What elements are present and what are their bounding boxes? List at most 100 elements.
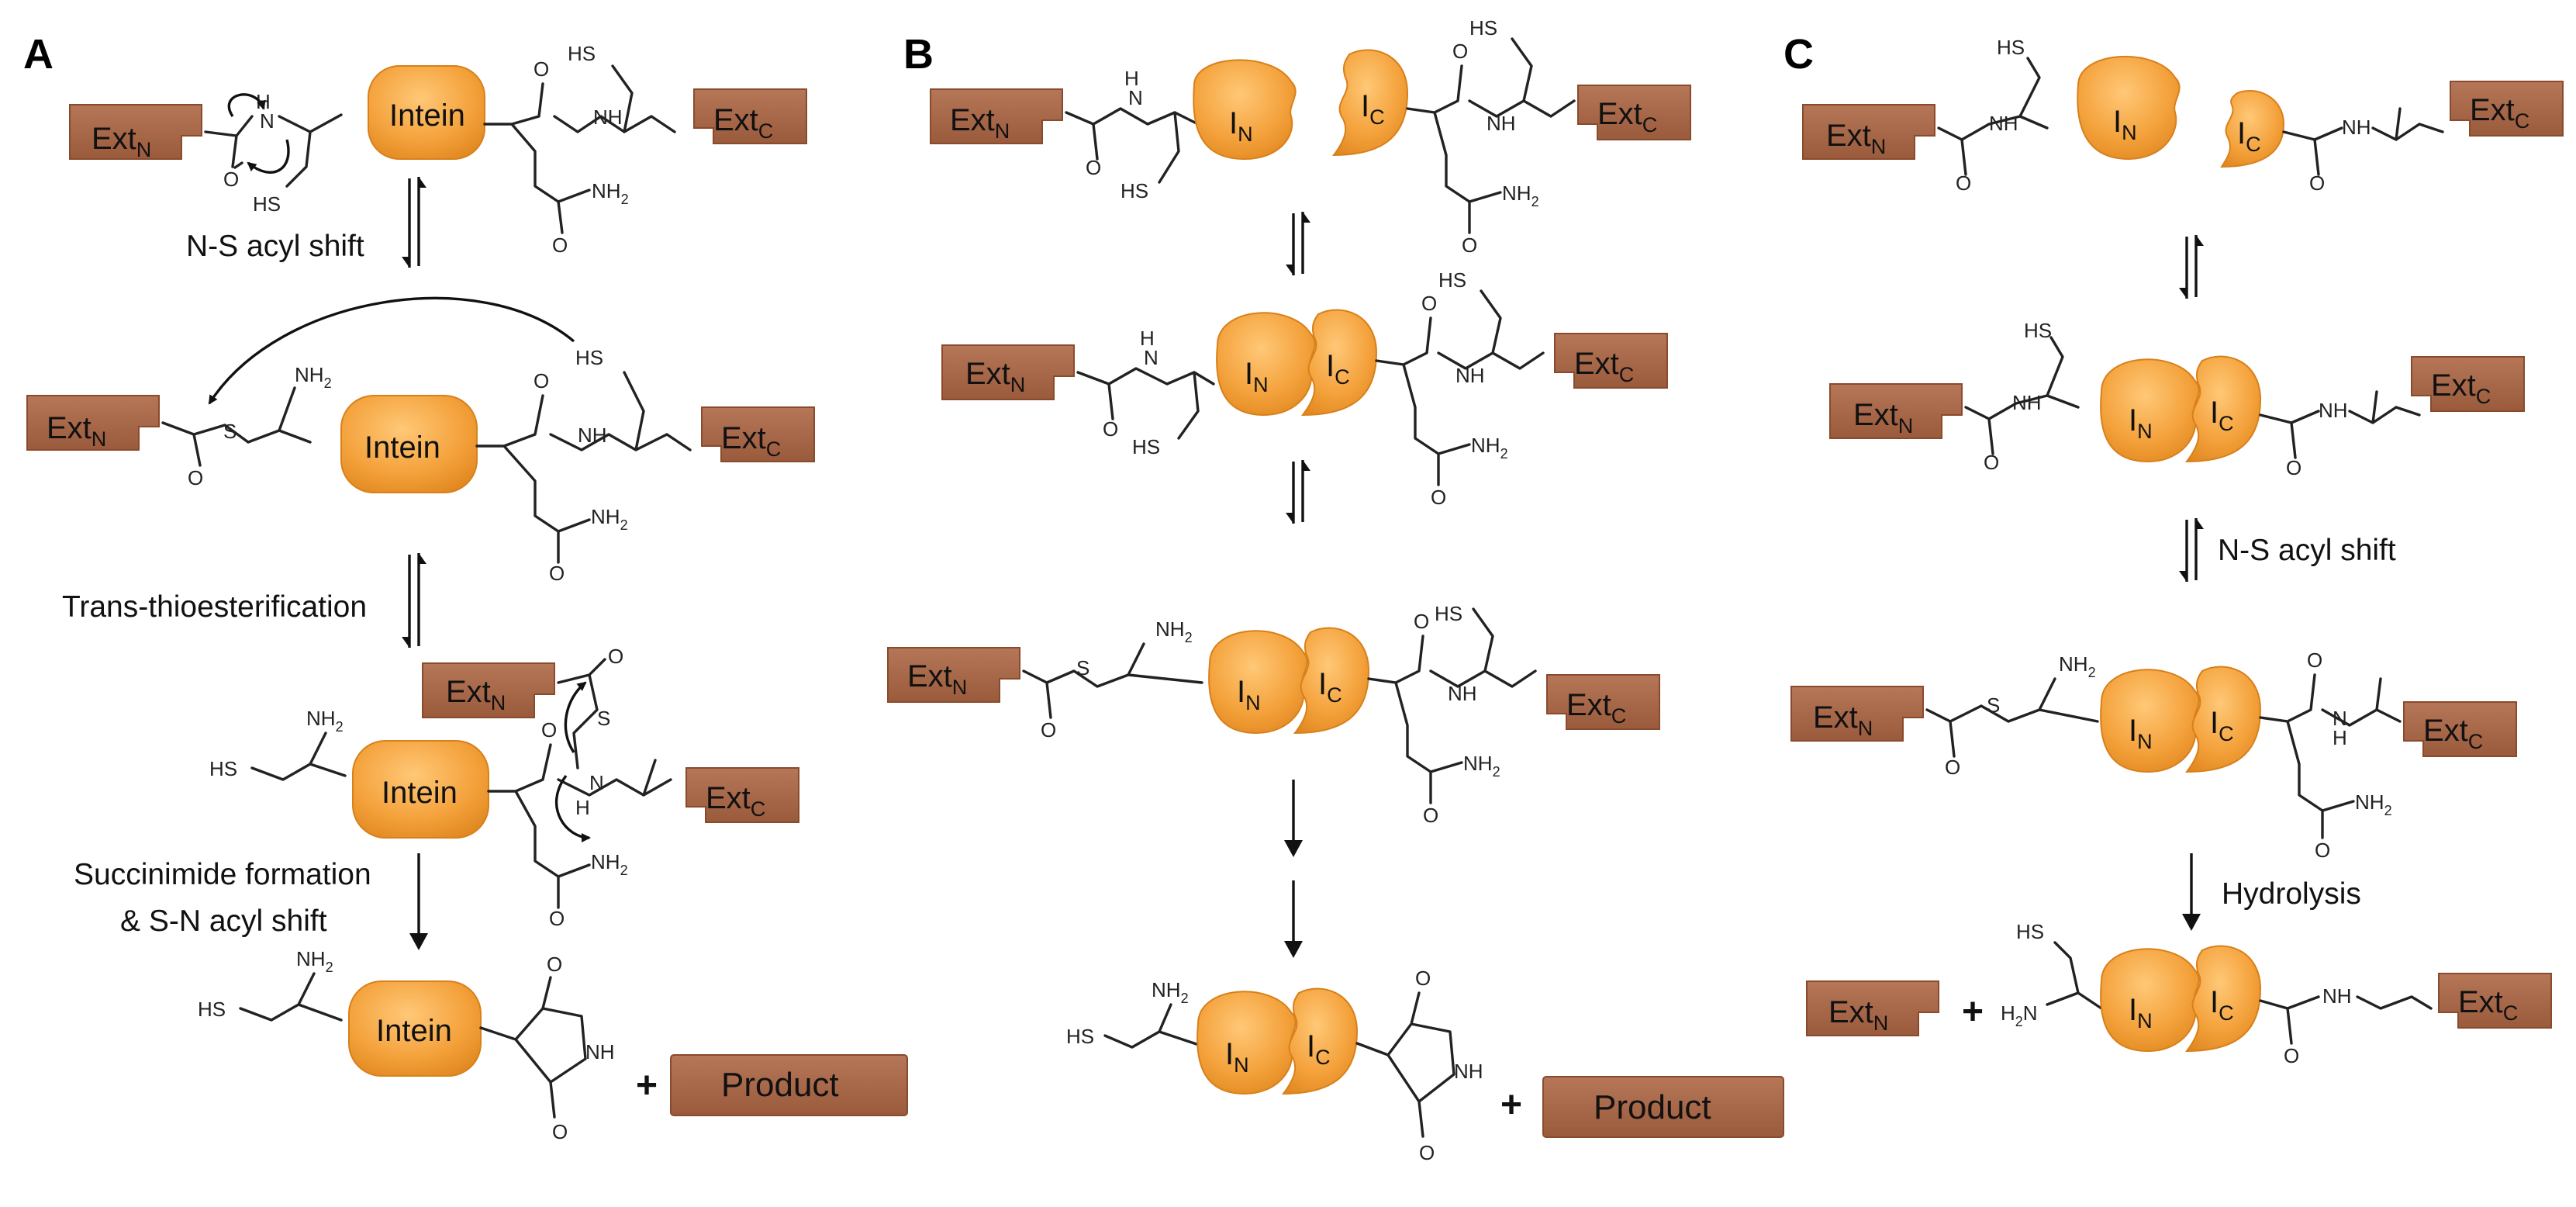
svg-text:O: O bbox=[188, 466, 203, 489]
svg-text:NH: NH bbox=[2342, 116, 2371, 139]
b-row3-left-chem: O S NH2 bbox=[1022, 617, 1203, 742]
svg-text:N: N bbox=[2333, 707, 2347, 730]
svg-text:ExtC: ExtC bbox=[2458, 985, 2518, 1025]
b-row2-extc: ExtC bbox=[1554, 333, 1668, 389]
svg-text:NH: NH bbox=[593, 105, 623, 129]
a-row2-extc: ExtC bbox=[701, 406, 815, 462]
svg-text:S: S bbox=[223, 420, 237, 443]
svg-text:NH2: NH2 bbox=[1152, 978, 1189, 1006]
a-row4-intein: Intein bbox=[348, 980, 482, 1077]
svg-text:O: O bbox=[552, 233, 568, 257]
svg-text:O: O bbox=[1419, 1141, 1435, 1164]
svg-text:HS: HS bbox=[198, 998, 226, 1021]
svg-text:O: O bbox=[1462, 233, 1477, 257]
svg-text:NH: NH bbox=[585, 1040, 615, 1063]
b-row4-left-chem: HS NH2 bbox=[1066, 978, 1207, 1049]
svg-text:Intein: Intein bbox=[389, 99, 465, 133]
a-row1-extc: ExtC bbox=[693, 88, 807, 144]
svg-text:NH: NH bbox=[2319, 399, 2348, 422]
b-row1-right-chem: O NH HS O NH2 bbox=[1406, 16, 1576, 257]
c-arrow-3 bbox=[2182, 853, 2201, 931]
c-row4-extn: ExtN bbox=[1806, 980, 1939, 1036]
panel-label-c: C bbox=[1784, 31, 1814, 78]
a-row3-extn-chem: O S bbox=[557, 645, 623, 770]
b-arrow-3 bbox=[1284, 780, 1303, 857]
b-row3-extn: ExtN bbox=[887, 647, 1020, 703]
svg-text:IN: IN bbox=[2113, 105, 2137, 144]
svg-text:NH2: NH2 bbox=[2059, 652, 2096, 680]
b-arrow-4 bbox=[1284, 880, 1303, 958]
c-row4-fused: IN IC bbox=[2100, 945, 2262, 1053]
c-row3-right-chem: O N H O NH2 bbox=[2259, 648, 2402, 862]
a-row2-intein: Intein bbox=[340, 395, 478, 493]
svg-text:O: O bbox=[1421, 292, 1437, 315]
svg-text:O: O bbox=[552, 1120, 568, 1143]
b-row3-fused: IN IC bbox=[1208, 627, 1370, 735]
a-step-1-label: N-S acyl shift bbox=[186, 230, 364, 263]
svg-text:NH: NH bbox=[1454, 1060, 1483, 1083]
a-row3-left-chem: HS NH2 bbox=[209, 707, 347, 781]
panel-b: ExtN O H N HS IN IC O NH HS O NH2 ExtC bbox=[887, 16, 1784, 1164]
a-row3-curved-arrow bbox=[564, 681, 587, 753]
c-row2-right-chem: O NH bbox=[2259, 390, 2421, 479]
svg-text:S: S bbox=[1987, 693, 2000, 717]
b-row2-fused: IN IC bbox=[1216, 309, 1378, 417]
svg-text:NH2: NH2 bbox=[295, 363, 332, 391]
a-row2-chem: S O NH2 bbox=[161, 363, 332, 489]
c-equilibrium-2 bbox=[2179, 518, 2204, 582]
c-row1-in: IN bbox=[2077, 55, 2181, 161]
svg-text:IC: IC bbox=[2210, 396, 2234, 435]
svg-text:Product: Product bbox=[1594, 1088, 1711, 1126]
svg-text:ExtC: ExtC bbox=[2470, 93, 2529, 133]
svg-text:IN: IN bbox=[1245, 357, 1269, 396]
b-row1-ic: IC bbox=[1331, 49, 1409, 157]
b-row2-extn: ExtN bbox=[941, 344, 1075, 400]
svg-text:IC: IC bbox=[1318, 667, 1342, 707]
svg-text:ExtN: ExtN bbox=[47, 411, 106, 451]
svg-text:HS: HS bbox=[1132, 435, 1160, 458]
panel-a: ExtN H N O HS Intein O NH HS O NH2 ExtC bbox=[26, 42, 908, 1143]
svg-text:O: O bbox=[1423, 804, 1438, 827]
svg-text:NH2: NH2 bbox=[1502, 182, 1539, 209]
svg-text:NH2: NH2 bbox=[2355, 790, 2392, 818]
b-row1-in: IN bbox=[1193, 59, 1297, 161]
svg-text:O: O bbox=[2286, 456, 2301, 479]
svg-text:N: N bbox=[589, 771, 604, 794]
panel-label-a: A bbox=[23, 31, 54, 78]
c-row1-extc: ExtC bbox=[2450, 81, 2564, 137]
c-step-2-label: Hydrolysis bbox=[2222, 877, 2361, 911]
svg-text:O: O bbox=[1984, 451, 1999, 474]
svg-text:HS: HS bbox=[209, 757, 237, 780]
a-row4-succinimide: O NH O bbox=[479, 953, 615, 1143]
svg-text:O: O bbox=[534, 57, 549, 81]
b-equilibrium-2 bbox=[1286, 460, 1310, 524]
svg-text:IC: IC bbox=[1326, 349, 1350, 389]
svg-text:IC: IC bbox=[2210, 706, 2234, 745]
svg-text:H: H bbox=[1124, 67, 1139, 90]
svg-text:O: O bbox=[2284, 1044, 2299, 1067]
svg-text:O: O bbox=[608, 645, 623, 668]
b-row4-fused: IN IC bbox=[1196, 987, 1359, 1095]
a-attack-arrow bbox=[208, 296, 575, 405]
a-row3-extn: ExtN bbox=[422, 662, 555, 718]
svg-text:IN: IN bbox=[2129, 403, 2153, 443]
svg-text:NH2: NH2 bbox=[1463, 752, 1500, 780]
a-row1-chem: H N O HS bbox=[204, 90, 343, 216]
b-product-box: Product bbox=[1542, 1076, 1784, 1138]
b-plus: + bbox=[1500, 1084, 1522, 1126]
a-row2-right-chem: O NH HS O NH2 bbox=[475, 346, 692, 585]
svg-text:H: H bbox=[575, 796, 590, 819]
svg-text:O: O bbox=[1431, 486, 1446, 509]
svg-text:NH2: NH2 bbox=[1471, 434, 1508, 462]
a-product-box: Product bbox=[670, 1054, 908, 1116]
c-row3-extn: ExtN bbox=[1790, 686, 1924, 742]
svg-text:IC: IC bbox=[1307, 1029, 1331, 1069]
a-row1-right-chem: O NH HS O NH2 bbox=[483, 42, 676, 257]
svg-text:NH: NH bbox=[2012, 391, 2042, 414]
svg-text:HS: HS bbox=[253, 192, 281, 216]
svg-text:O: O bbox=[541, 718, 557, 742]
svg-text:HS: HS bbox=[1469, 16, 1497, 40]
c-row4-right-chem: O NH bbox=[2259, 984, 2433, 1067]
svg-text:ExtC: ExtC bbox=[2423, 714, 2483, 753]
